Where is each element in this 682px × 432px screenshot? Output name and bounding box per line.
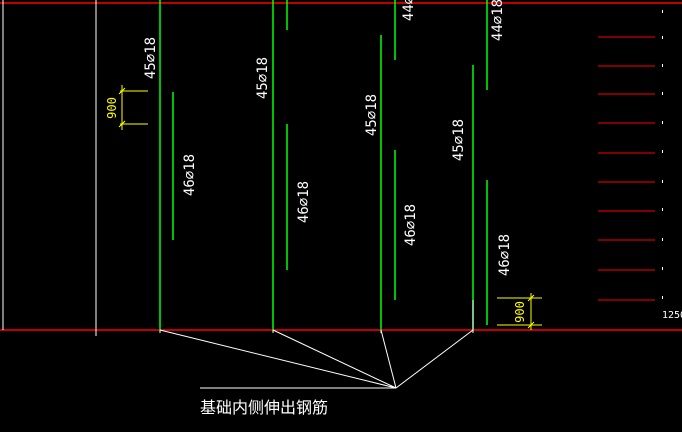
rebar-label-3b: 46⌀18 [403,204,419,246]
callout-text[interactable]: 基础内侧伸出钢筋 [200,398,328,417]
rebar-label-top-3: 44⌀18 [401,0,417,21]
rebar-label-4b: 46⌀18 [497,234,513,276]
bottom-post-marks [159,300,474,333]
dimension-900-right[interactable] [497,293,542,330]
dimension-900-left[interactable] [118,85,148,130]
callout-leader-lines [159,329,474,389]
rebar-label-1b: 46⌀18 [182,154,198,196]
rebar-group-1[interactable] [159,0,174,330]
rebar-label-top-4: 44⌀18 [490,0,506,41]
rebar-label-1a: 45⌀18 [143,37,159,79]
right-edge-dots [662,10,663,299]
rebar-label-3a: 45⌀18 [364,94,380,136]
rebar-label-2b: 46⌀18 [296,181,312,223]
rebar-group-4[interactable] [472,0,488,330]
right-hatch-ticks [598,36,655,301]
dimension-900-right-text: 900 [513,301,527,323]
side-dimension-text: 1250 [662,310,682,321]
rebar-label-4a: 45⌀18 [451,119,467,161]
rebar-group-2[interactable] [272,0,288,330]
rebar-group-3[interactable] [380,0,396,330]
rebar-label-2a: 45⌀18 [255,57,271,99]
dimension-900-left-text: 900 [105,97,119,119]
